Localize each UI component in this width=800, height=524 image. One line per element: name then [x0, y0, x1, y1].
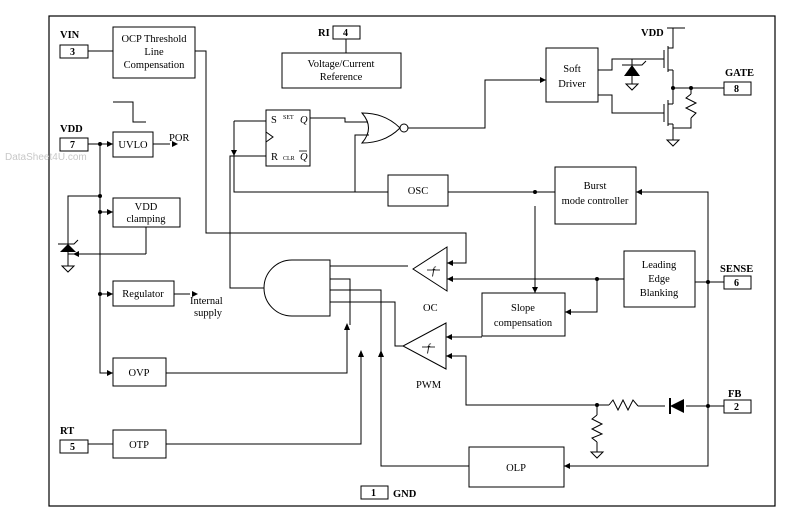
svg-text:6: 6: [734, 278, 739, 289]
gate-zener-icon: [622, 60, 647, 91]
svg-text:Driver: Driver: [558, 79, 586, 90]
ocp-threshold-block: OCP Threshold Line Compensation: [112, 26, 196, 79]
svg-text:5: 5: [70, 442, 75, 453]
svg-text:1: 1: [371, 488, 376, 499]
svg-text:Line: Line: [144, 47, 164, 58]
zener-diode-icon: [58, 239, 79, 252]
por-label: POR: [169, 133, 189, 144]
svg-text:OSC: OSC: [408, 186, 428, 197]
svg-text:SENSE: SENSE: [720, 264, 753, 275]
fb-shunt-resistor-icon: [589, 414, 605, 459]
svg-text:GATE: GATE: [725, 68, 754, 79]
pin-gate: GATE 8: [723, 68, 754, 96]
pin-fb: FB 2: [723, 389, 752, 414]
svg-text:Leading: Leading: [642, 260, 677, 271]
internal-supply-label-1: Internal: [190, 296, 223, 307]
vdd-supply-label: VDD: [641, 28, 664, 39]
svg-text:Regulator: Regulator: [122, 289, 164, 300]
osc-block: OSC: [387, 174, 449, 207]
gate-pulldown-resistor-icon: [684, 93, 698, 119]
svg-text:RT: RT: [60, 426, 74, 437]
watermark: DataSheet4U.com: [5, 152, 87, 163]
svg-text:S: S: [271, 115, 277, 126]
svg-text:RI: RI: [318, 28, 330, 39]
otp-block: OTP: [112, 429, 167, 459]
and-gate: [263, 259, 331, 317]
fb-resistor-icon: [608, 398, 639, 412]
svg-text:OLP: OLP: [506, 463, 526, 474]
uvlo-block: UVLO: [112, 131, 154, 158]
svg-text:VDD: VDD: [135, 202, 158, 213]
svg-text:CLR: CLR: [283, 156, 295, 162]
svg-text:GND: GND: [393, 489, 417, 500]
svg-text:Edge: Edge: [648, 274, 670, 285]
svg-text:3: 3: [70, 47, 75, 58]
vdd-clamping-block: VDD clamping: [112, 197, 181, 228]
fb-diode-icon: [669, 398, 684, 414]
svg-text:clamping: clamping: [126, 214, 166, 225]
arrowheads: [73, 77, 642, 469]
svg-text:f: f: [427, 343, 432, 354]
ovp-block: OVP: [112, 357, 167, 387]
burst-mode-block: Burst mode controller: [554, 166, 637, 225]
svg-text:OTP: OTP: [129, 440, 149, 451]
diagram-frame: [48, 15, 776, 507]
pin-ri: RI 4: [318, 25, 361, 40]
pin-vin: VIN 3: [59, 30, 89, 59]
pin-rt: RT 5: [59, 426, 89, 454]
pin-gnd: 1 GND: [360, 485, 417, 500]
svg-text:Compensation: Compensation: [124, 60, 185, 71]
pwm-comparator: f: [401, 322, 447, 370]
svg-text:OVP: OVP: [128, 368, 149, 379]
svg-text:7: 7: [70, 140, 75, 151]
svg-text:Voltage/Current: Voltage/Current: [308, 59, 375, 70]
svg-text:compensation: compensation: [494, 318, 553, 329]
svg-text:Soft: Soft: [563, 64, 581, 75]
internal-supply-label-2: supply: [194, 308, 223, 319]
svg-text:R: R: [271, 152, 278, 163]
svg-text:VDD: VDD: [60, 124, 83, 135]
pwm-label: PWM: [416, 380, 442, 391]
svg-text:VIN: VIN: [60, 30, 80, 41]
svg-text:OCP Threshold: OCP Threshold: [121, 34, 187, 45]
olp-block: OLP: [468, 446, 565, 488]
regulator-block: Regulator: [112, 280, 175, 307]
svg-text:Q: Q: [300, 152, 308, 163]
pin-vdd: VDD 7: [59, 124, 89, 152]
svg-text:Slope: Slope: [511, 303, 535, 314]
svg-text:4: 4: [343, 28, 348, 39]
driver-ground-icon: [665, 139, 681, 147]
svg-text:f: f: [432, 266, 437, 277]
svg-text:Blanking: Blanking: [640, 288, 679, 299]
svg-text:FB: FB: [728, 389, 741, 400]
svg-text:SET: SET: [283, 115, 294, 121]
pmos-transistor-icon: [663, 35, 674, 72]
leading-edge-blanking-block: Leading Edge Blanking: [623, 250, 696, 308]
nor-gate: [360, 112, 409, 144]
svg-text:Burst: Burst: [584, 181, 607, 192]
svg-text:Reference: Reference: [320, 72, 363, 83]
oc-label: OC: [423, 303, 438, 314]
svg-text:8: 8: [734, 84, 739, 95]
sr-latch: S R Q Q SET CLR: [265, 109, 311, 167]
soft-driver-block: Soft Driver: [545, 47, 599, 103]
nmos-transistor-icon: [663, 100, 673, 126]
ground-icon: [60, 265, 76, 273]
slope-compensation-block: Slope compensation: [481, 292, 566, 337]
svg-text:2: 2: [734, 402, 739, 413]
svg-text:mode controller: mode controller: [562, 196, 629, 207]
oc-comparator: f: [412, 246, 448, 292]
pin-sense: SENSE 6: [720, 264, 753, 290]
svg-text:UVLO: UVLO: [118, 140, 148, 151]
junction-dots: [98, 86, 710, 408]
wires: [67, 27, 724, 467]
svg-text:Q: Q: [300, 115, 308, 126]
reference-block: Voltage/Current Reference: [281, 52, 402, 89]
